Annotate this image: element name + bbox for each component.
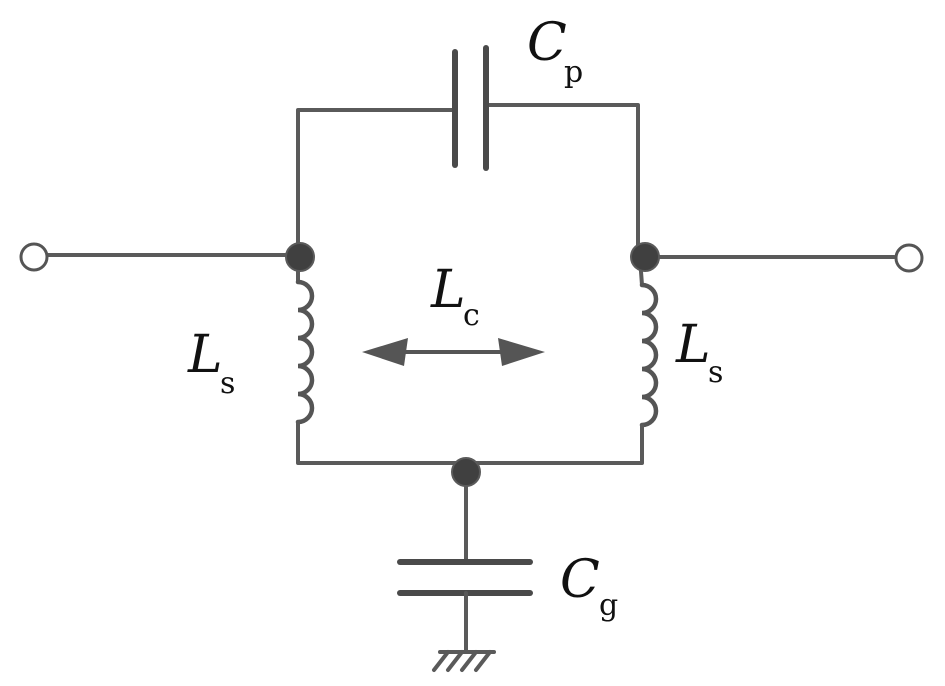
svg-text:C: C [527, 13, 567, 73]
label-cp: C p [527, 13, 583, 90]
top-branch [296, 103, 640, 259]
node-right [630, 242, 660, 272]
output-terminal [644, 243, 924, 273]
capacitor-cp [452, 45, 489, 171]
svg-text:s: s [220, 366, 235, 401]
label-ls-right: L s [675, 315, 723, 390]
input-terminal [19, 242, 300, 272]
svg-text:L: L [187, 325, 223, 385]
ground-icon [432, 650, 496, 672]
svg-text:L: L [675, 315, 711, 375]
label-lc: L c [430, 260, 480, 333]
output-terminal-circle [894, 243, 924, 273]
svg-text:L: L [430, 260, 466, 320]
label-ls-left: L s [187, 325, 235, 401]
node-bottom [451, 457, 481, 487]
svg-text:s: s [708, 355, 723, 390]
svg-text:g: g [599, 588, 618, 623]
arrow-head-left [362, 338, 408, 366]
coupling-arrow [362, 338, 545, 366]
label-cg: C g [560, 550, 618, 623]
input-terminal-circle [19, 242, 49, 272]
inductor-right [468, 256, 659, 465]
svg-text:p: p [564, 55, 583, 90]
arrow-head-right [498, 338, 545, 366]
node-left [285, 242, 315, 272]
ground-branch [397, 470, 533, 654]
svg-text:C: C [560, 550, 600, 610]
svg-text:c: c [463, 298, 480, 333]
